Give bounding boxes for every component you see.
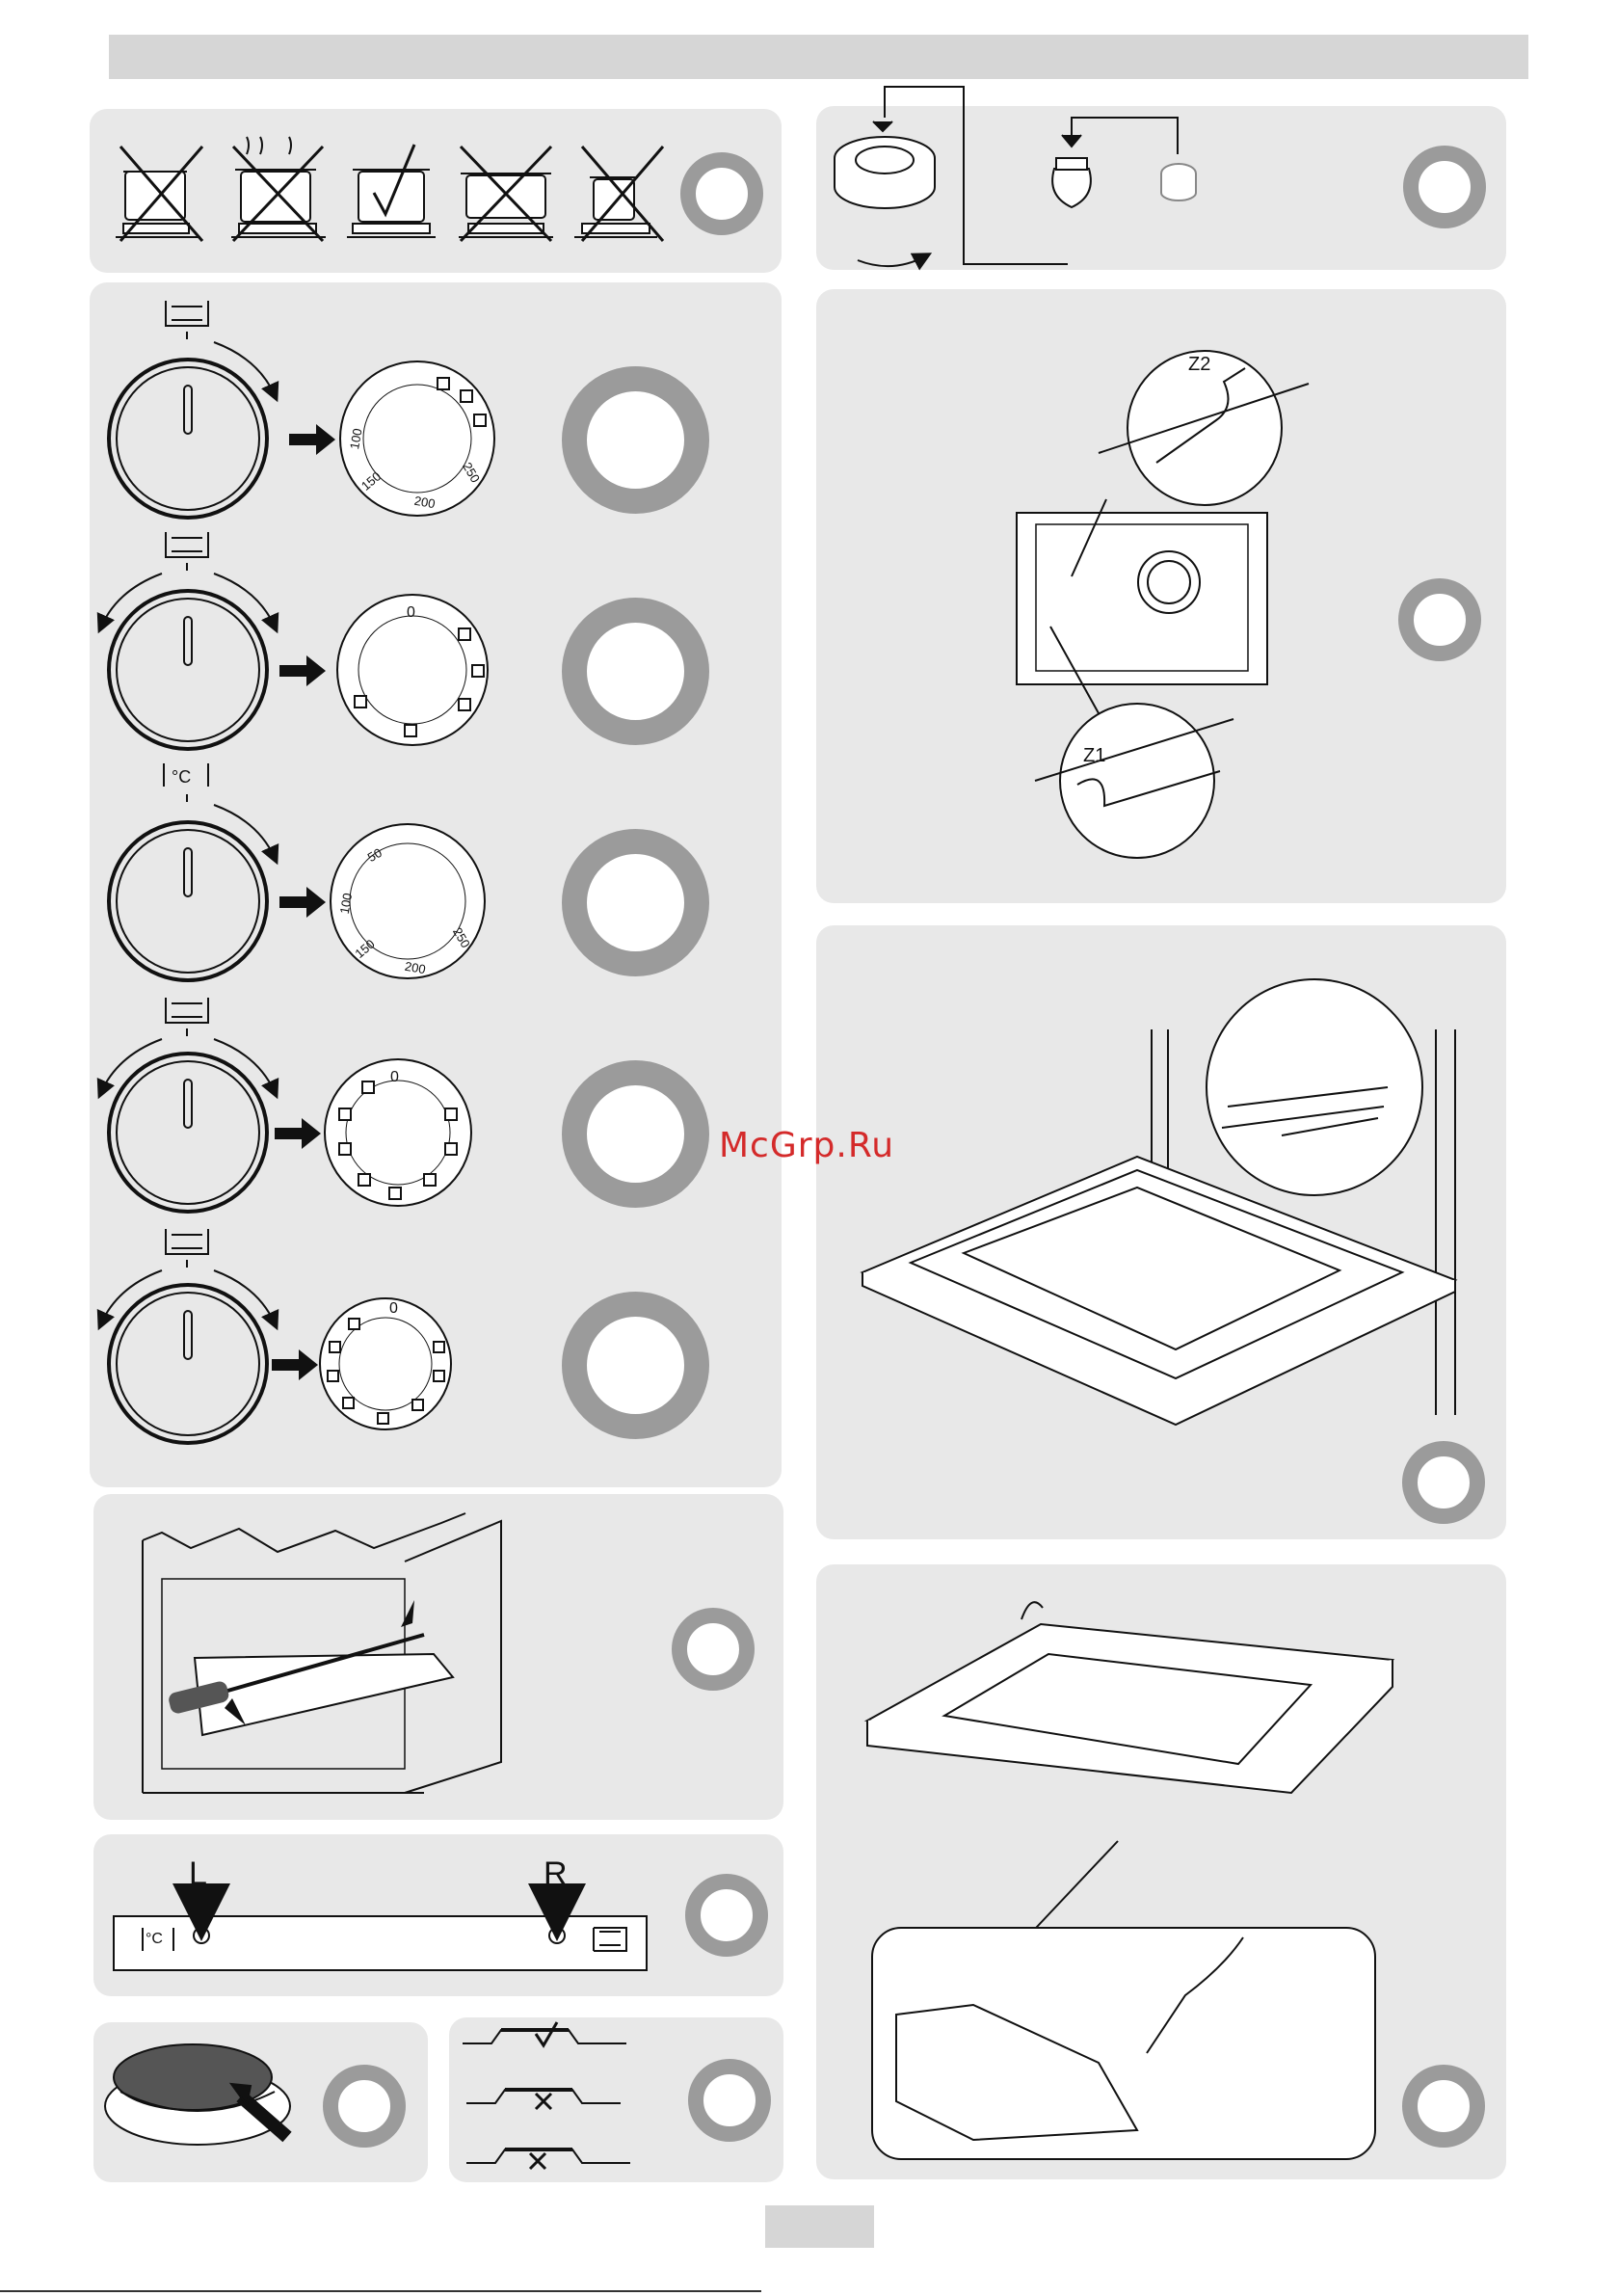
hook-label-z2: Z2	[1188, 354, 1210, 375]
dial-scale	[320, 1298, 451, 1429]
control-thermostat-symbol: °C	[146, 1931, 163, 1947]
counterclockwise-arrow-icon	[101, 1270, 162, 1323]
oven-knob[interactable]	[109, 822, 267, 980]
oven-knob[interactable]	[109, 1285, 267, 1443]
oven-switch-icon	[166, 301, 208, 339]
oven-knob[interactable]	[109, 591, 267, 749]
pan-check-icon	[347, 145, 436, 237]
oven-switch-icon	[166, 1229, 208, 1268]
dial4-label-0: 0	[390, 1069, 399, 1085]
oven-knob[interactable]	[109, 360, 267, 518]
thermostat-symbol: °C	[172, 767, 191, 787]
lamp-cover-icon	[835, 87, 1068, 266]
wide-pan-crossed-icon	[459, 147, 553, 241]
flame-level-ok-icon	[463, 2022, 626, 2045]
door-hinge-icon	[862, 979, 1455, 1425]
door-glass-illustration	[867, 1602, 1393, 2159]
clockwise-arrow-icon	[214, 1039, 275, 1092]
oven-cavity-illustration	[143, 1513, 501, 1793]
burner-icon	[105, 2044, 290, 2145]
right-arrow-icon	[279, 655, 326, 686]
oven-knob[interactable]	[109, 1054, 267, 1212]
right-arrow-icon	[289, 424, 335, 455]
clockwise-arrow-icon	[214, 1270, 275, 1323]
hook-label-z1: Z1	[1083, 745, 1105, 766]
lamp-glass-icon	[1161, 164, 1196, 200]
dial5-label-0: 0	[389, 1300, 398, 1317]
flame-level-wrong-icon	[466, 2149, 630, 2169]
watermark: McGrp.Ru	[719, 1126, 894, 1165]
counterclockwise-arrow-icon	[101, 1039, 162, 1092]
oven-switch-icon	[166, 998, 208, 1036]
control-left-label: L	[189, 1855, 207, 1892]
right-arrow-icon	[272, 1349, 318, 1380]
bulb-icon	[1052, 118, 1178, 207]
steam-pan-crossed-icon	[231, 137, 326, 241]
pan-crossed-icon	[116, 147, 202, 241]
right-arrow-icon	[275, 1118, 321, 1149]
small-pan-crossed-icon	[574, 147, 663, 241]
right-arrow-icon	[279, 887, 326, 918]
control-right-label: R	[544, 1855, 568, 1892]
flame-level-wrong-icon	[466, 2090, 621, 2109]
control-strip	[114, 1897, 647, 1970]
dial2-label-0: 0	[407, 604, 415, 621]
oven-switch-icon	[166, 532, 208, 571]
oven-interior-illustration	[1017, 513, 1267, 684]
